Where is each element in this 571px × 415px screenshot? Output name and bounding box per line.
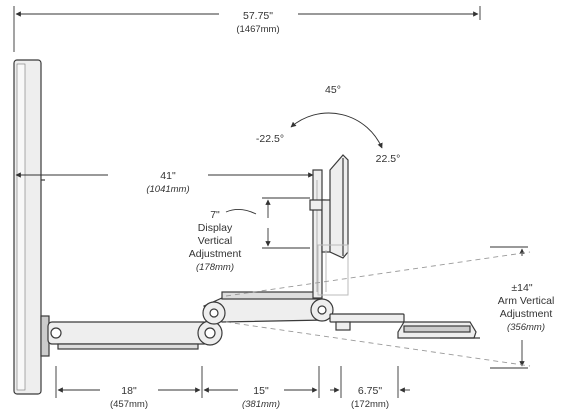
overall-width-dimension-line (13, 6, 481, 52)
monitor (321, 154, 349, 259)
segment-1-imperial: 18" (121, 385, 137, 397)
overall-width-imperial: 57.75" (243, 10, 273, 22)
monitor-ghost (317, 244, 349, 296)
arm-range-dashed-lines (225, 251, 531, 367)
upper-arm (202, 291, 334, 325)
display-vertical-line2: Vertical (198, 235, 232, 247)
tilt-up-label: -22.5° (256, 133, 284, 145)
display-vertical-dimension-line (225, 197, 310, 249)
arm-vertical-dimension-line (490, 246, 528, 369)
segment-3-metric: (172mm) (351, 399, 389, 410)
segment-3-imperial: 6.75" (358, 385, 382, 397)
display-vertical-metric: (178mm) (196, 262, 234, 273)
tilt-arc (290, 112, 383, 149)
display-vertical-imperial: 7" (210, 209, 220, 221)
arm-vertical-metric: (356mm) (507, 322, 545, 333)
display-vertical-line3: Adjustment (189, 248, 242, 260)
monitor-pole (309, 169, 326, 299)
lower-arm (47, 320, 223, 350)
segment-2-imperial: 15" (253, 385, 269, 397)
wall-rail (13, 59, 50, 395)
arm-vertical-imperial: ±14" (511, 282, 532, 294)
arm-vertical-line2: Adjustment (500, 308, 553, 320)
bottom-extension-lines (55, 366, 399, 398)
arm-reach-imperial: 41" (160, 170, 176, 182)
keyboard-tray (329, 313, 480, 339)
segment-2-metric: (381mm) (242, 399, 280, 410)
display-vertical-line1: Display (198, 222, 233, 234)
tilt-range-label: 45° (325, 84, 341, 96)
segment-1-metric: (457mm) (110, 399, 148, 410)
overall-width-metric: (1467mm) (236, 24, 279, 35)
arm-vertical-line1: Arm Vertical (498, 295, 555, 307)
arm-reach-metric: (1041mm) (146, 184, 189, 195)
tilt-down-label: 22.5° (376, 153, 401, 165)
